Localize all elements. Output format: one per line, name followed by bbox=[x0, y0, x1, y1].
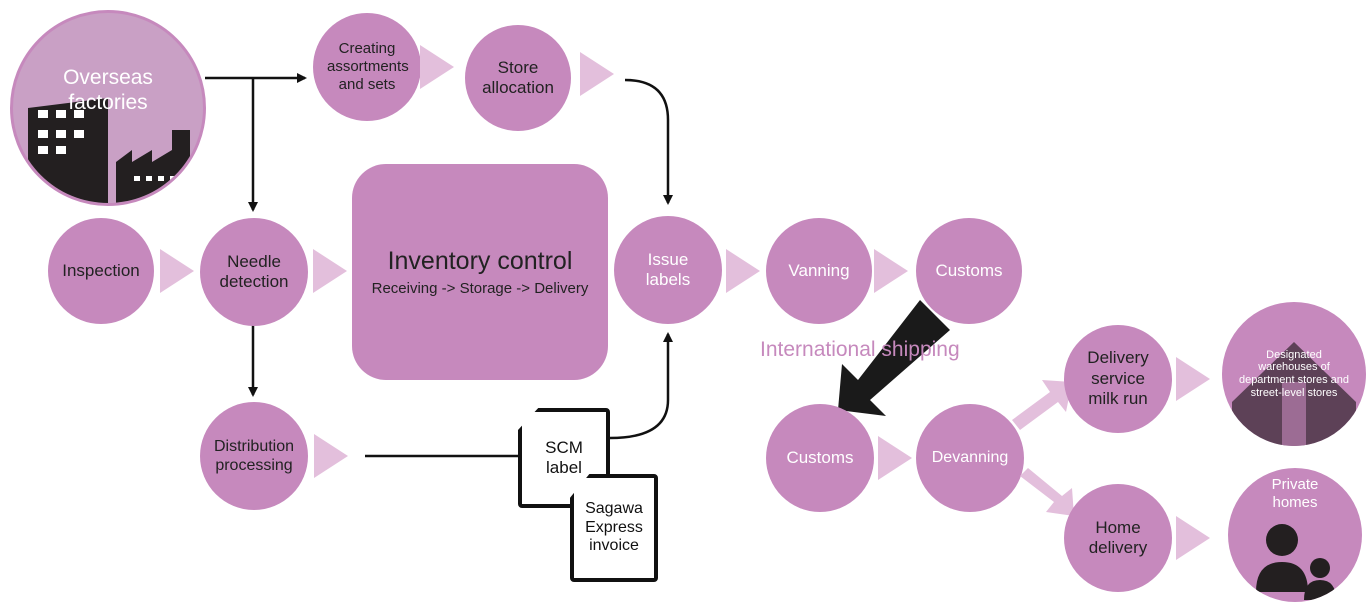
customs-export-label: Customs bbox=[935, 260, 1003, 280]
private-homes-label: Private homes bbox=[1271, 476, 1319, 511]
node-private-homes: Private homes bbox=[1228, 468, 1362, 602]
node-inspection: Inspection bbox=[48, 218, 154, 324]
arrow-distribution-out bbox=[314, 434, 348, 478]
arrow-needle-to-inventory bbox=[313, 249, 347, 293]
arrow-home-delivery-to-private bbox=[1176, 516, 1210, 560]
node-customs-import: Customs bbox=[766, 404, 874, 512]
inventory-control-box: Inventory control Receiving -> Storage -… bbox=[352, 164, 608, 380]
node-home-delivery: Home delivery bbox=[1064, 484, 1172, 592]
arrow-assortments-to-allocation bbox=[420, 45, 454, 89]
arrow-issue-to-vanning bbox=[726, 249, 760, 293]
inventory-control-title: Inventory control bbox=[387, 247, 573, 275]
overseas-factories-label: Overseas factories bbox=[63, 66, 153, 115]
node-delivery-service: Delivery service milk run bbox=[1064, 325, 1172, 433]
arrow-delivery-to-warehouses bbox=[1176, 357, 1210, 401]
node-customs-export: Customs bbox=[916, 218, 1022, 324]
international-shipping-label: International shipping bbox=[760, 338, 960, 361]
node-designated-warehouses: Designated warehouses of department stor… bbox=[1222, 302, 1366, 446]
line-store-allocation-to-issue bbox=[624, 78, 673, 205]
arrow-customs-to-devanning bbox=[878, 436, 912, 480]
inspection-label: Inspection bbox=[62, 260, 140, 280]
store-allocation-label: Store allocation bbox=[482, 57, 554, 97]
home-delivery-label: Home delivery bbox=[1088, 517, 1148, 557]
node-store-allocation: Store allocation bbox=[465, 25, 571, 131]
node-distribution-processing: Distribution processing bbox=[200, 402, 308, 510]
inventory-control-subtitle: Receiving -> Storage -> Delivery bbox=[371, 280, 589, 297]
issue-labels-label: Issue labels bbox=[645, 249, 691, 289]
factory-icon bbox=[28, 98, 190, 203]
node-overseas-factories: Overseas factories bbox=[10, 10, 206, 206]
family-icon bbox=[1256, 524, 1336, 600]
sagawa-invoice-document: Sagawa Express invoice bbox=[570, 474, 658, 582]
arrow-vanning-to-customs bbox=[874, 249, 908, 293]
customs-import-label: Customs bbox=[786, 447, 854, 467]
node-devanning: Devanning bbox=[916, 404, 1024, 512]
distribution-processing-label: Distribution processing bbox=[213, 437, 295, 474]
arrow-inspection-to-needle bbox=[160, 249, 194, 293]
delivery-service-label: Delivery service milk run bbox=[1087, 348, 1149, 409]
arrow-devanning-to-delivery-service bbox=[1012, 380, 1072, 430]
creating-assortments-label: Creating assortments and sets bbox=[327, 40, 409, 93]
scm-label-text: SCM label bbox=[545, 438, 583, 477]
warehouse-icon bbox=[1232, 342, 1356, 446]
line-doc-to-issue bbox=[609, 332, 673, 440]
node-creating-assortments: Creating assortments and sets bbox=[313, 13, 421, 121]
node-needle-detection: Needle detection bbox=[200, 218, 308, 326]
node-vanning: Vanning bbox=[766, 218, 872, 324]
international-shipping-arrow bbox=[838, 300, 950, 416]
devanning-label: Devanning bbox=[931, 449, 1009, 467]
arrow-devanning-to-home-delivery bbox=[1020, 468, 1074, 516]
designated-warehouses-label: Designated warehouses of department stor… bbox=[1238, 348, 1350, 399]
node-issue-labels: Issue labels bbox=[614, 216, 722, 324]
needle-detection-label: Needle detection bbox=[219, 251, 289, 291]
vanning-label: Vanning bbox=[788, 260, 850, 280]
arrow-allocation-out bbox=[580, 52, 614, 96]
sagawa-invoice-text: Sagawa Express invoice bbox=[585, 500, 643, 555]
